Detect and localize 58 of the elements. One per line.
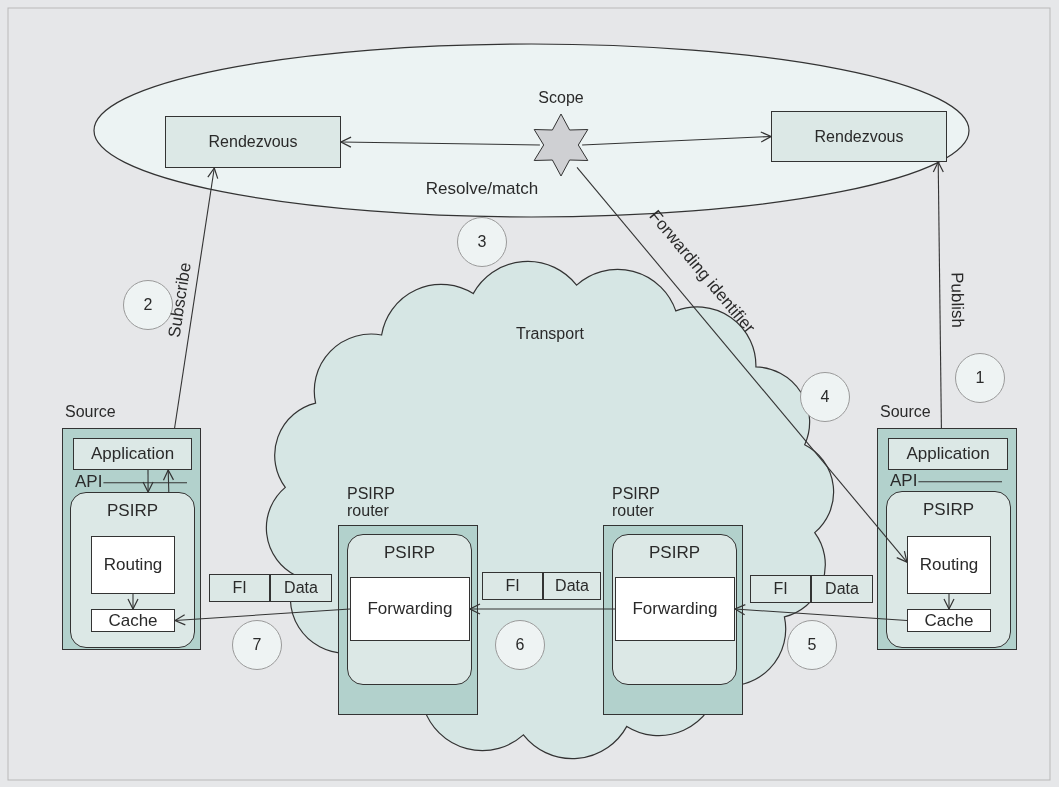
- packet-field: Data: [811, 575, 873, 603]
- callout-circle: 3: [457, 217, 507, 267]
- node-label: Routing: [103, 555, 163, 575]
- node-label: Application: [906, 444, 990, 464]
- function-box: [907, 536, 991, 594]
- function-box: [91, 536, 175, 594]
- function-box: [350, 577, 470, 641]
- packet-field: FI: [482, 572, 543, 600]
- packet-field: FI: [209, 574, 270, 602]
- function-box: [907, 609, 991, 632]
- callout-circle: 5: [787, 620, 837, 670]
- psirp-layer-box: [886, 491, 1011, 648]
- node-label: PSIRP: [923, 500, 974, 520]
- rendezvous-box: [165, 116, 341, 168]
- process-label: Resolve/match: [425, 179, 539, 199]
- arrow: [932, 161, 944, 429]
- arrow: [734, 604, 908, 622]
- arrow: [162, 469, 175, 493]
- psirp-layer-box: [70, 492, 195, 648]
- node-heading: Source: [65, 402, 116, 421]
- interface-label: API: [75, 472, 103, 492]
- node-label: Rendezvous: [208, 132, 298, 152]
- node-heading: Source: [880, 402, 931, 421]
- arrow: [127, 593, 139, 610]
- node-heading: PSIRP router: [347, 486, 396, 520]
- node-label: Cache: [924, 610, 974, 631]
- packet-field: Data: [543, 572, 601, 600]
- rendezvous-box: [771, 111, 947, 162]
- edge-label: Publish: [946, 272, 968, 328]
- arrow: [142, 469, 154, 493]
- node-label: Forwarding: [367, 599, 453, 619]
- arrow: [174, 608, 351, 626]
- node-label: Rendezvous: [814, 127, 904, 146]
- arrow: [581, 131, 772, 146]
- application-box: [73, 438, 192, 470]
- node-label: Cache: [108, 610, 158, 631]
- node-label: Routing: [919, 555, 979, 575]
- arrow: [469, 603, 616, 615]
- function-box: [91, 609, 175, 632]
- node-label: PSIRP: [384, 543, 435, 563]
- callout-circle: 1: [955, 353, 1005, 403]
- arrow: [174, 167, 219, 429]
- node-label: PSIRP: [107, 501, 158, 521]
- arrow: [576, 166, 908, 563]
- callout-circle: 7: [232, 620, 282, 670]
- cloud-label: Transport: [516, 325, 584, 344]
- node-label: Forwarding: [632, 599, 718, 619]
- node-heading: PSIRP router: [612, 486, 661, 520]
- application-box: [888, 438, 1008, 470]
- node-label: PSIRP: [649, 543, 700, 563]
- arrow: [943, 593, 955, 610]
- psirp-layer-box: [347, 534, 472, 685]
- function-box: [615, 577, 735, 641]
- callout-circle: 4: [800, 372, 850, 422]
- scope-label: Scope: [538, 88, 584, 107]
- interface-label: API: [890, 471, 918, 491]
- node-label: Application: [90, 444, 175, 464]
- psirp-layer-box: [612, 534, 737, 685]
